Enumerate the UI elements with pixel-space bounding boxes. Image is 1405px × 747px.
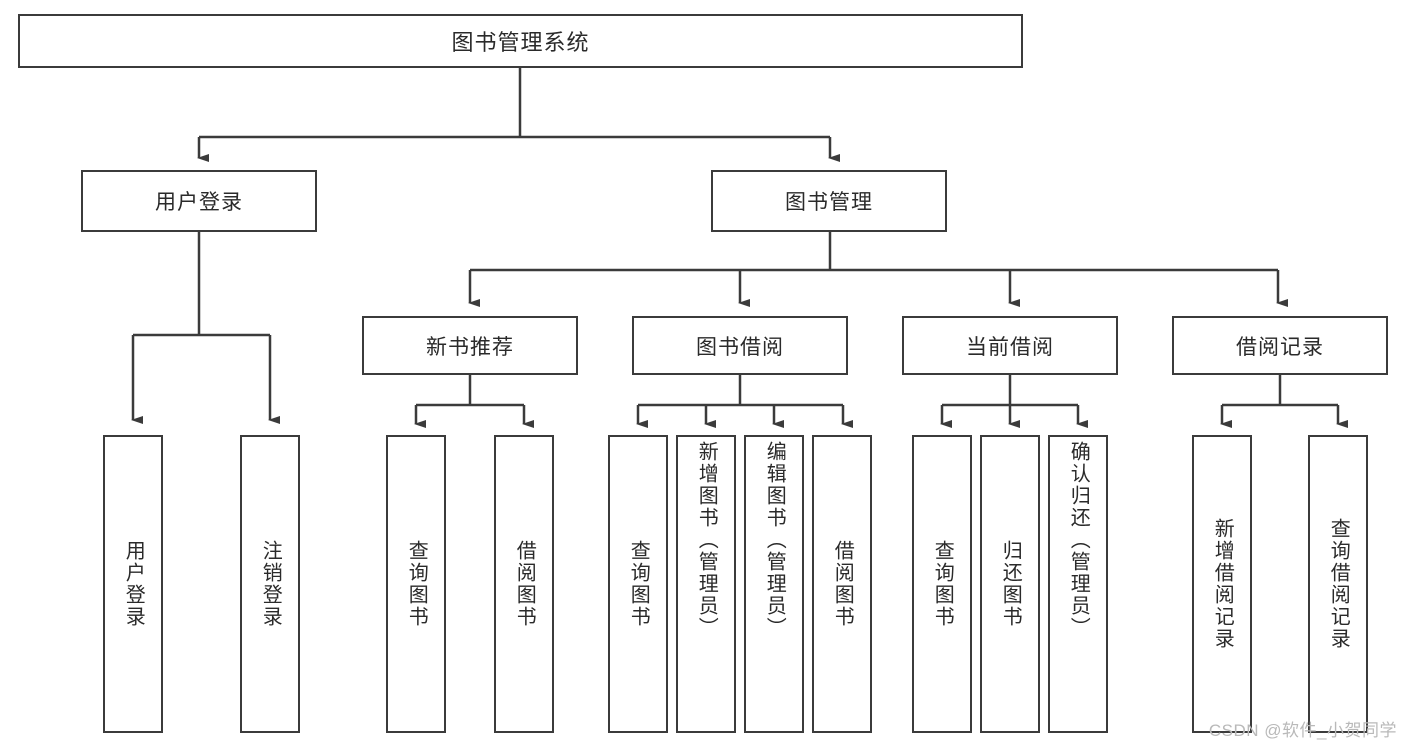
node-borrow-record[interactable]: 借阅记录 <box>1172 316 1388 375</box>
leaf-label: 编辑图书（管理员） <box>763 441 786 639</box>
watermark-text: CSDN @软件_小贺同学 <box>1208 721 1397 740</box>
leaf-new-book-borrow[interactable]: 借阅图书 <box>494 435 554 733</box>
node-book-borrow[interactable]: 图书借阅 <box>632 316 848 375</box>
node-current-borrow[interactable]: 当前借阅 <box>902 316 1118 375</box>
leaf-user-login-logout[interactable]: 注销登录 <box>240 435 300 733</box>
leaf-current-query-book[interactable]: 查询图书 <box>912 435 972 733</box>
leaf-record-add-record[interactable]: 新增借阅记录 <box>1192 435 1252 733</box>
leaf-label: 用户登录 <box>122 540 145 628</box>
leaf-label: 新增图书（管理员） <box>695 441 718 639</box>
leaf-borrow-add-book-admin[interactable]: 新增图书（管理员） <box>676 435 736 733</box>
node-book-management[interactable]: 图书管理 <box>711 170 947 232</box>
node-new-book-recommend[interactable]: 新书推荐 <box>362 316 578 375</box>
leaf-label: 查询图书 <box>405 540 428 628</box>
leaf-label: 查询图书 <box>931 540 954 628</box>
leaf-borrow-query-book[interactable]: 查询图书 <box>608 435 668 733</box>
leaf-label: 新增借阅记录 <box>1211 518 1234 650</box>
node-root-system[interactable]: 图书管理系统 <box>18 14 1023 68</box>
leaf-label: 查询借阅记录 <box>1327 518 1350 650</box>
leaf-label: 借阅图书 <box>831 540 854 628</box>
leaf-record-query-record[interactable]: 查询借阅记录 <box>1308 435 1368 733</box>
leaf-current-confirm-return-admin[interactable]: 确认归还（管理员） <box>1048 435 1108 733</box>
leaf-current-return-book[interactable]: 归还图书 <box>980 435 1040 733</box>
leaf-label: 确认归还（管理员） <box>1067 441 1090 639</box>
leaf-borrow-borrow-book[interactable]: 借阅图书 <box>812 435 872 733</box>
leaf-label: 查询图书 <box>627 540 650 628</box>
leaf-user-login-login[interactable]: 用户登录 <box>103 435 163 733</box>
leaf-borrow-edit-book-admin[interactable]: 编辑图书（管理员） <box>744 435 804 733</box>
node-user-login[interactable]: 用户登录 <box>81 170 317 232</box>
leaf-label: 归还图书 <box>999 540 1022 628</box>
leaf-label: 借阅图书 <box>513 540 536 628</box>
leaf-label: 注销登录 <box>259 540 282 628</box>
leaf-new-book-query[interactable]: 查询图书 <box>386 435 446 733</box>
